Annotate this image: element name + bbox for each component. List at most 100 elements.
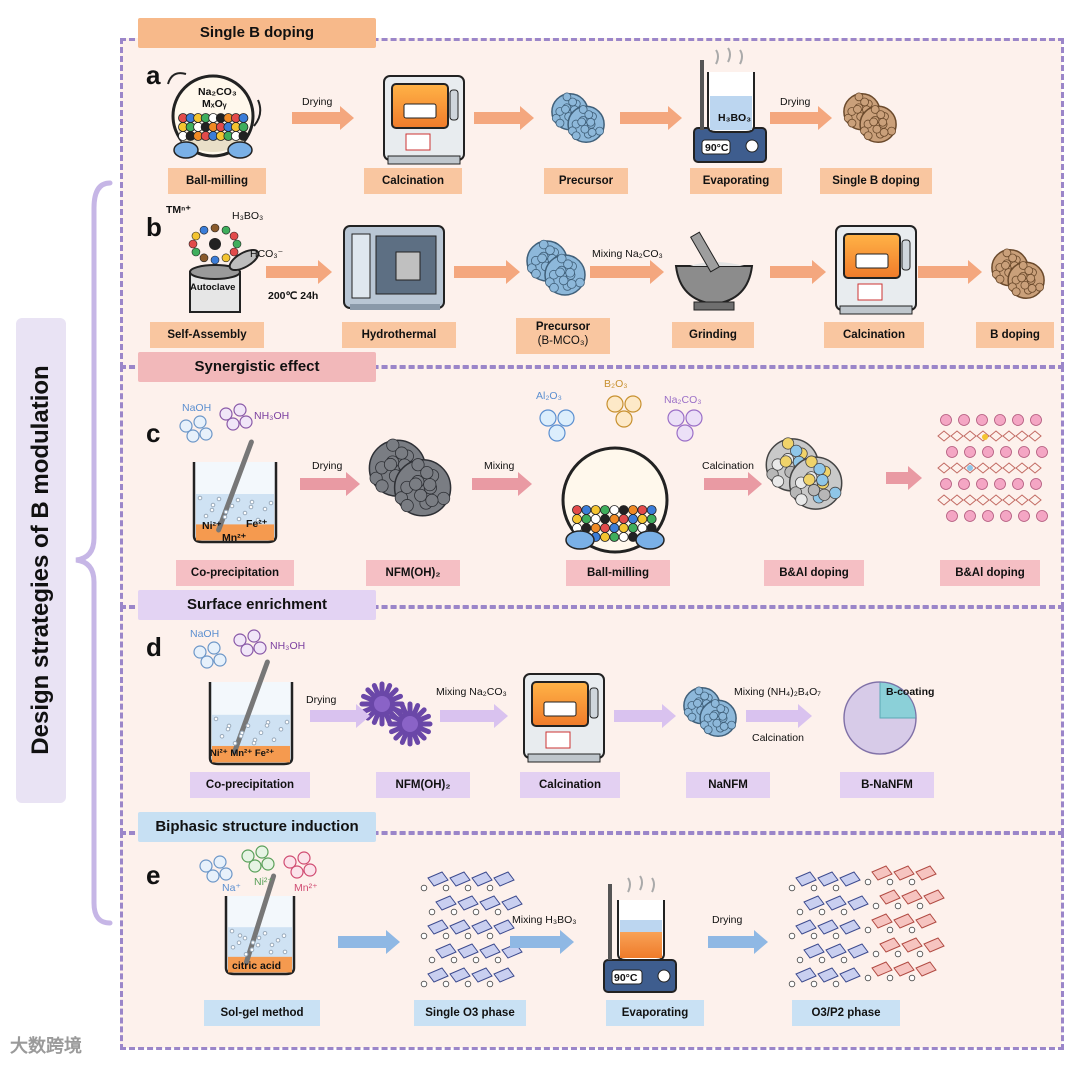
label-coprecipitation-d: Co-precipitation xyxy=(190,772,310,798)
text-drying-d: Drying xyxy=(306,694,337,706)
label-b-al-doping-2: B&Al doping xyxy=(940,560,1040,586)
sidebar-panel xyxy=(16,318,66,803)
process-arrow xyxy=(292,106,354,130)
label-calcination-d: Calcination xyxy=(520,772,620,798)
evaporating-beaker-e xyxy=(603,875,677,993)
text-tm: TMⁿ⁺ xyxy=(166,204,191,216)
self-assembly-icon xyxy=(188,223,260,313)
label-e: e xyxy=(146,860,161,890)
text-drying-a2: Drying xyxy=(780,96,811,108)
process-arrow xyxy=(454,260,520,284)
nfm-oh2-spheres-c xyxy=(368,438,452,517)
process-arrow xyxy=(590,260,664,284)
text-drying-a1: Drying xyxy=(302,96,333,108)
label-b: b xyxy=(146,212,162,242)
precursor-b-line2: (B-MCO₃) xyxy=(537,335,589,347)
process-arrow xyxy=(770,260,826,284)
furnace-b xyxy=(835,225,917,315)
text-calcination-c: Calcination xyxy=(702,460,754,472)
ball-mill-jar-c xyxy=(539,395,703,554)
coprecipitation-beaker-d xyxy=(193,629,294,766)
text-nh3oh-d: NH₃OH xyxy=(270,640,306,652)
text-ions-d: Ni²⁺ Mn²⁺ Fe²⁺ xyxy=(210,748,275,759)
precursor-b-line1: Precursor xyxy=(535,321,591,333)
text-mixing-d1: Mixing Na₂CO₃ xyxy=(436,686,507,698)
text-condition: 200℃ 24h xyxy=(268,290,319,302)
label-hydrothermal: Hydrothermal xyxy=(342,322,456,348)
tab-surface: Surface enrichment xyxy=(138,590,376,620)
text-na2co3: Na₂CO₃ xyxy=(198,86,237,98)
label-b-nanfm: B-NaNFM xyxy=(840,772,934,798)
text-temp-a: 90°C xyxy=(705,142,729,154)
text-mixing-b: Mixing Na₂CO₃ xyxy=(592,248,663,260)
text-h3bo3-a: H₃BO₃ xyxy=(718,112,752,124)
text-b-coating: B-coating xyxy=(886,686,935,698)
label-single-o3: Single O3 phase xyxy=(414,1000,526,1026)
curly-brace xyxy=(75,180,113,926)
label-nfm-oh2-d: NFM(OH)₂ xyxy=(376,772,470,798)
precursor-spheres-b xyxy=(526,239,586,296)
text-citric-acid: citric acid xyxy=(232,960,282,972)
mortar-grinding xyxy=(674,231,754,311)
text-b2o3: B₂O₃ xyxy=(604,378,628,390)
text-mixing-c: Mixing xyxy=(484,460,515,472)
label-b-doping: B doping xyxy=(976,322,1054,348)
text-al2o3: Al₂O₃ xyxy=(536,390,562,402)
process-arrow xyxy=(338,930,400,954)
process-arrow xyxy=(472,472,532,496)
label-grinding: Grinding xyxy=(672,322,754,348)
label-single-b-doping: Single B doping xyxy=(820,168,932,194)
label-evaporating-e: Evaporating xyxy=(606,1000,704,1026)
label-evaporating-a: Evaporating xyxy=(690,168,782,194)
process-arrow xyxy=(708,930,768,954)
furnace-a xyxy=(383,75,465,165)
text-mn-c: Mn²⁺ xyxy=(222,532,247,544)
process-arrow xyxy=(510,930,574,954)
sol-gel-beaker xyxy=(199,845,317,976)
process-arrow xyxy=(266,260,332,284)
process-arrow xyxy=(704,472,762,496)
nanfm-spheres xyxy=(683,686,737,738)
text-na2co3-c: Na₂CO₃ xyxy=(664,394,702,406)
furnace-d xyxy=(523,673,605,763)
b-doping-spheres xyxy=(991,248,1045,300)
text-drying-e: Drying xyxy=(712,914,743,926)
evaporating-beaker-a xyxy=(693,47,767,163)
label-nanfm: NaNFM xyxy=(686,772,770,798)
label-c: c xyxy=(146,418,161,448)
text-mn-e: Mn²⁺ xyxy=(294,882,318,894)
process-arrow xyxy=(300,472,360,496)
process-arrow xyxy=(770,106,832,130)
process-arrow xyxy=(614,704,676,728)
text-nh3oh-c: NH₃OH xyxy=(254,410,290,422)
text-calcination-d: Calcination xyxy=(752,732,804,744)
crystal-lattice-c xyxy=(937,414,1048,522)
tab-synergistic: Synergistic effect xyxy=(138,352,376,382)
label-ball-milling-c: Ball-milling xyxy=(566,560,670,586)
text-naoh-d: NaOH xyxy=(190,628,220,640)
precursor-spheres-a xyxy=(551,92,605,144)
watermark: 大数跨境 xyxy=(10,1036,82,1056)
label-d: d xyxy=(146,632,162,662)
single-o3-lattice xyxy=(420,871,523,988)
text-hco3: HCO₃⁻ xyxy=(250,248,284,260)
text-mxoy: MₓOᵧ xyxy=(202,98,227,110)
label-sol-gel: Sol-gel method xyxy=(204,1000,320,1026)
text-na-e: Na⁺ xyxy=(222,882,241,894)
text-drying-c: Drying xyxy=(312,460,343,472)
process-arrow xyxy=(746,704,812,728)
label-b-al-doping-1: B&Al doping xyxy=(764,560,864,586)
ball-mill-jar-a xyxy=(167,72,262,159)
tab-single-b: Single B doping xyxy=(138,18,376,48)
label-coprecipitation-c: Co-precipitation xyxy=(176,560,294,586)
process-arrow xyxy=(440,704,508,728)
label-precursor-b: Precursor (B-MCO₃) xyxy=(516,318,610,354)
label-ball-milling-a: Ball-milling xyxy=(168,168,266,194)
text-autoclave: Autoclave xyxy=(190,282,236,293)
coprecipitation-beaker-c xyxy=(179,403,278,544)
label-precursor-a: Precursor xyxy=(544,168,628,194)
o3-p2-lattice xyxy=(788,865,945,988)
process-arrow xyxy=(886,466,922,490)
